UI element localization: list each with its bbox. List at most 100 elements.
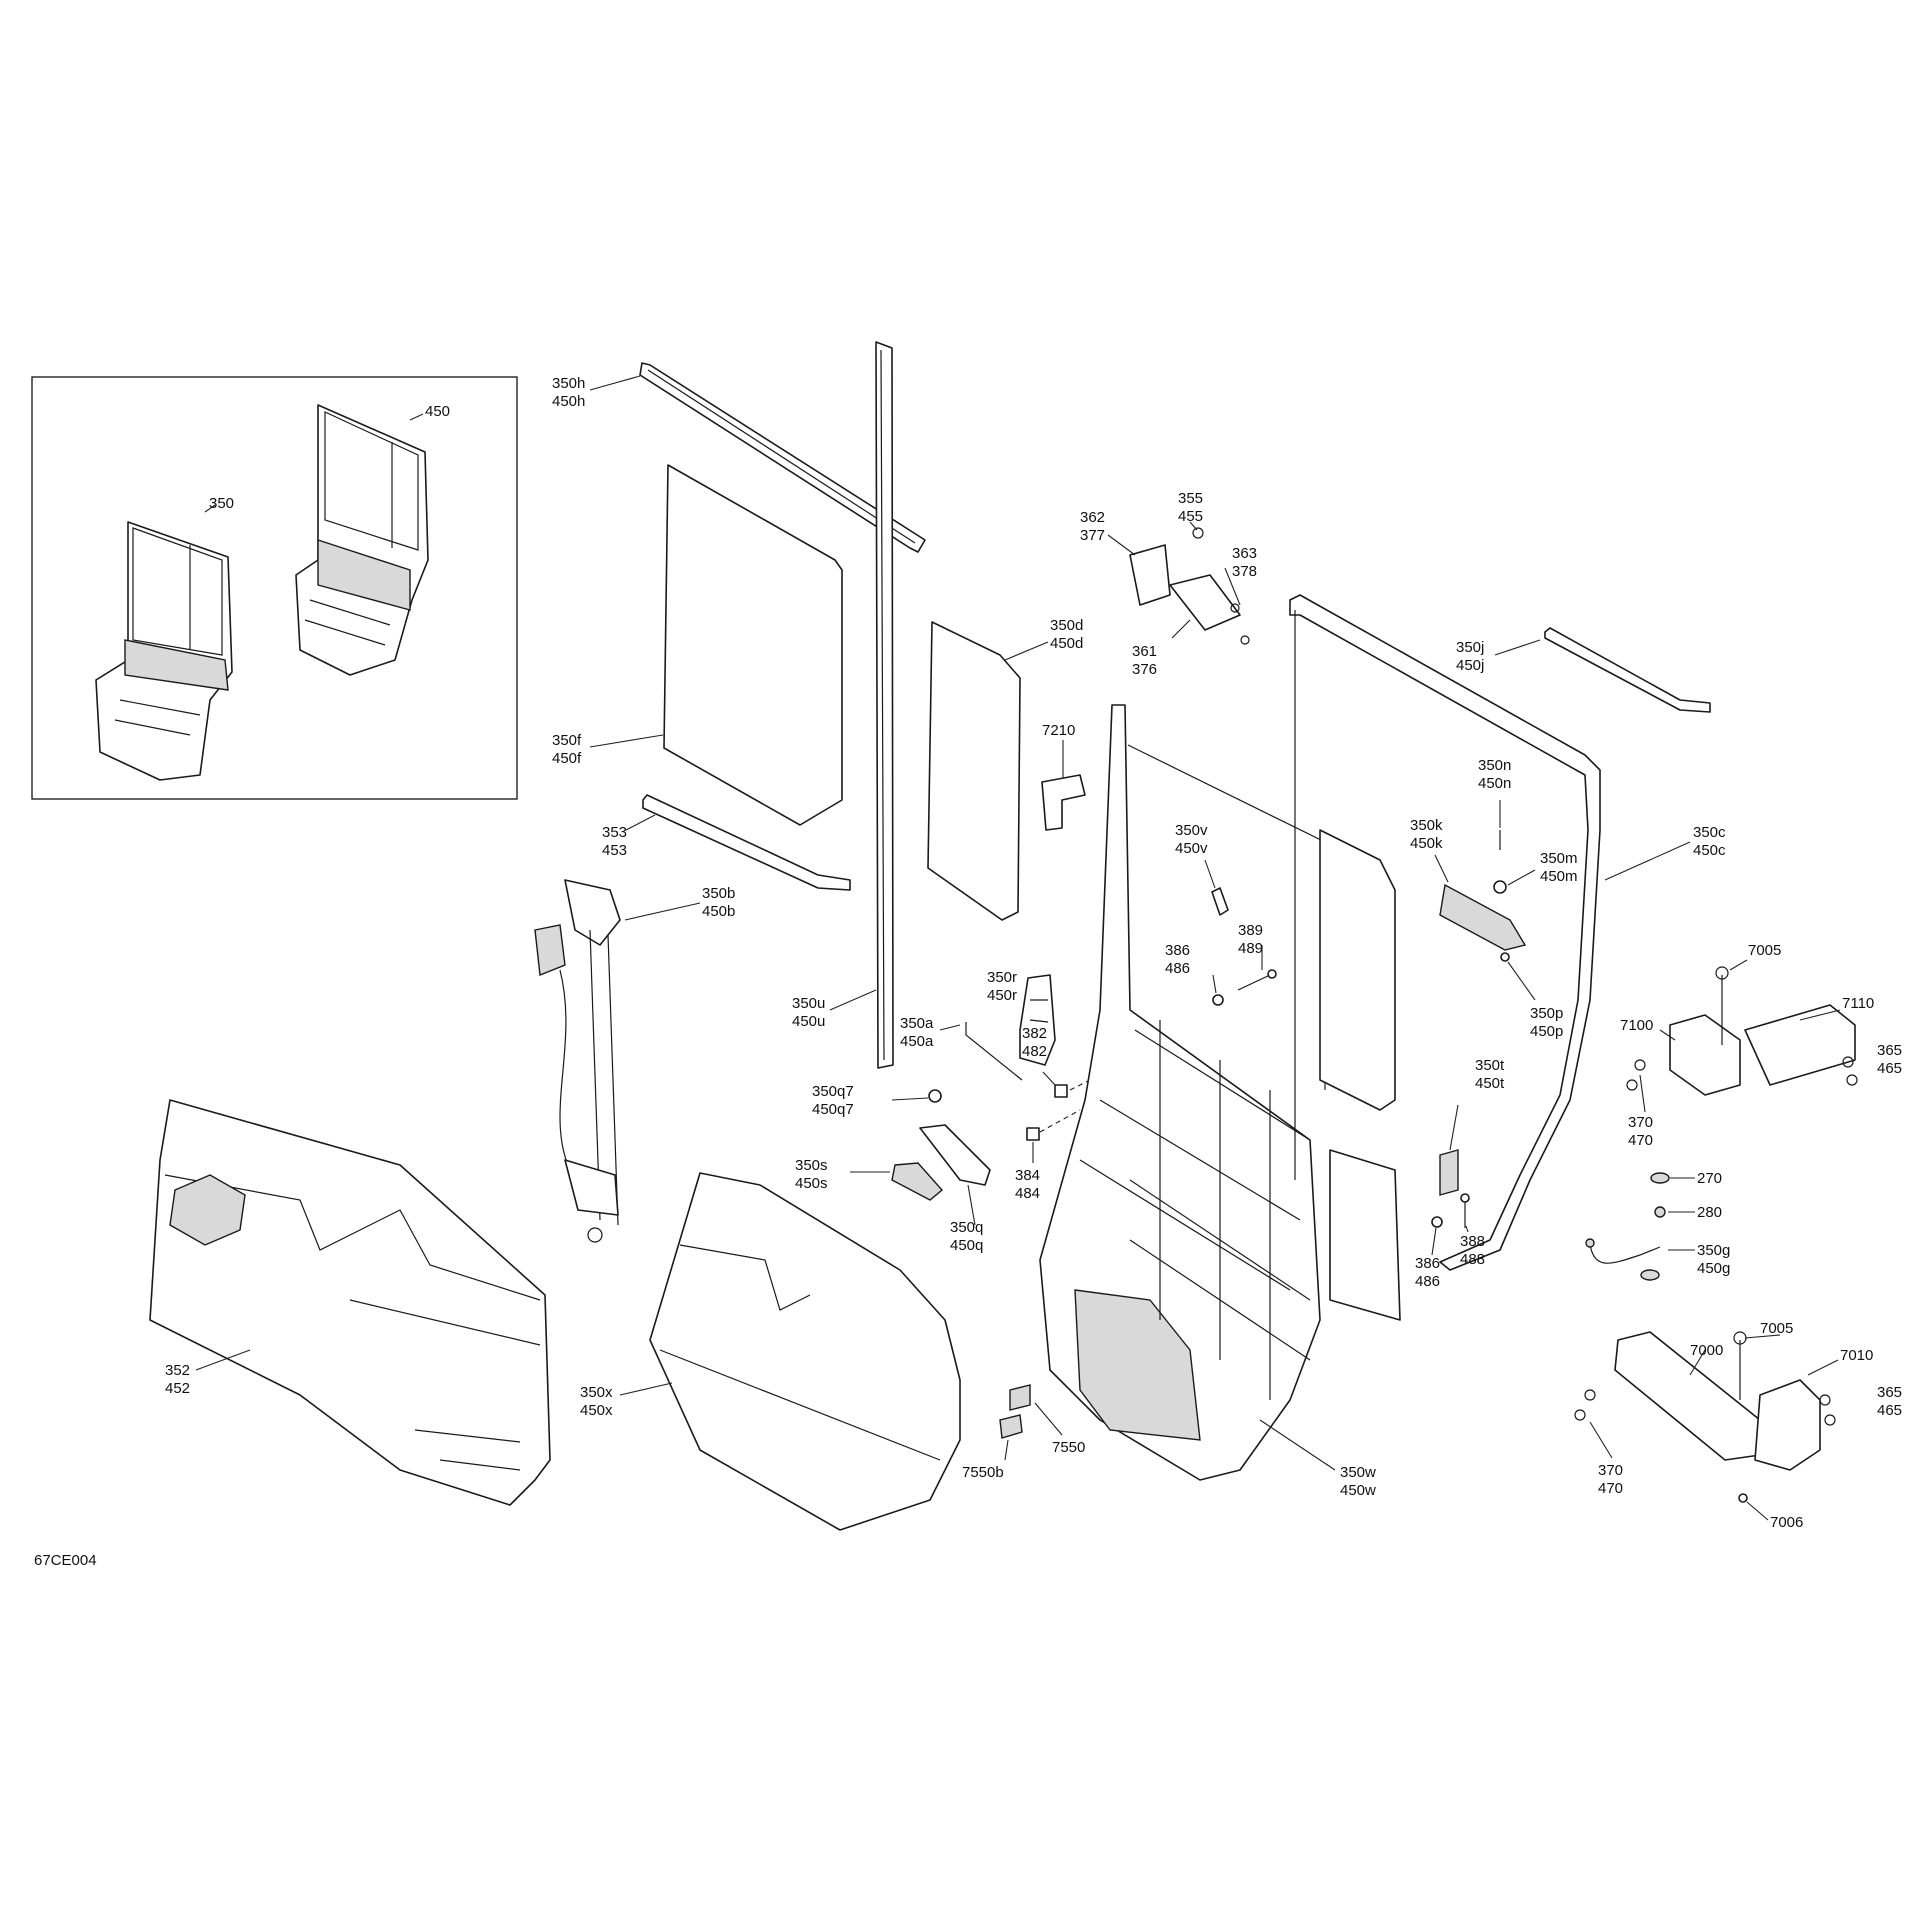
- part-350p-nut[interactable]: [1500, 952, 1510, 962]
- label-363: 363: [1232, 545, 1257, 562]
- label-389: 389: [1238, 922, 1263, 939]
- label-486-b: 486: [1415, 1273, 1440, 1290]
- label-488: 488: [1460, 1251, 1485, 1268]
- label-350x: 350x: [580, 1384, 613, 1401]
- label-388: 388: [1460, 1233, 1485, 1250]
- label-350d: 350d: [1050, 617, 1083, 634]
- label-7110: 7110: [1842, 995, 1874, 1012]
- diagram-code: 67CE004: [34, 1552, 97, 1569]
- label-450x: 450x: [580, 1402, 613, 1419]
- part-350v-bumper[interactable]: [1211, 887, 1229, 916]
- label-450v: 450v: [1175, 840, 1208, 857]
- label-465-b: 465: [1877, 1402, 1902, 1419]
- label-450q7: 450q7: [812, 1101, 854, 1118]
- label-450q: 450q: [950, 1237, 983, 1254]
- label-353: 353: [602, 824, 627, 841]
- label-450r: 450r: [987, 987, 1017, 1004]
- part-389-bolt[interactable]: [1237, 969, 1277, 991]
- label-450m: 450m: [1540, 868, 1578, 885]
- part-350q7-handle-spring[interactable]: [928, 1089, 942, 1103]
- label-484: 484: [1015, 1185, 1040, 1202]
- part-350k-grab-handle[interactable]: [1439, 883, 1527, 951]
- label-350f: 350f: [552, 732, 582, 749]
- part-352-door-trim-panel[interactable]: [149, 1099, 551, 1506]
- part-350q-inner-handle[interactable]: [919, 1124, 991, 1186]
- label-382: 382: [1022, 1025, 1047, 1042]
- part-350h-window-channel[interactable]: [639, 362, 926, 553]
- label-452: 452: [165, 1380, 190, 1397]
- label-350m: 350m: [1540, 850, 1578, 867]
- label-350n: 350n: [1478, 757, 1511, 774]
- label-450d: 450d: [1050, 635, 1083, 652]
- part-350d-quarter-glass[interactable]: [927, 621, 1021, 921]
- label-350s: 350s: [795, 1157, 828, 1174]
- label-482: 482: [1022, 1043, 1047, 1060]
- part-353-glass-seal[interactable]: [642, 794, 851, 891]
- label-350q7: 350q7: [812, 1083, 854, 1100]
- label-280: 280: [1697, 1204, 1722, 1221]
- label-361: 361: [1132, 643, 1157, 660]
- label-7005-a: 7005: [1748, 942, 1781, 959]
- label-350h: 350h: [552, 375, 585, 392]
- part-7000-hinge-assembly[interactable]: [1574, 1331, 1836, 1471]
- inset-door-350[interactable]: [95, 521, 233, 781]
- label-350a: 350a: [900, 1015, 934, 1032]
- part-270-washer[interactable]: [1650, 1172, 1670, 1184]
- part-386-washer[interactable]: [1212, 994, 1224, 1006]
- label-350k: 350k: [1410, 817, 1443, 834]
- label-350p: 350p: [1530, 1005, 1563, 1022]
- label-7100: 7100: [1620, 1017, 1653, 1034]
- label-350j: 350j: [1456, 639, 1484, 656]
- label-450b: 450b: [702, 903, 735, 920]
- part-280-nut[interactable]: [1654, 1206, 1666, 1218]
- part-350f-window-glass[interactable]: [663, 464, 843, 826]
- part-350u-run-channel[interactable]: [875, 341, 894, 1069]
- part-350w-door-frame[interactable]: [1039, 704, 1401, 1481]
- label-350q: 350q: [950, 1219, 983, 1236]
- part-350r-door-latch[interactable]: [1019, 974, 1056, 1066]
- part-362-upper-hinge[interactable]: [1129, 527, 1250, 645]
- part-350m-retainer[interactable]: [1493, 880, 1507, 894]
- part-350s-handle-bezel[interactable]: [891, 1162, 944, 1201]
- part-388-bolt[interactable]: [1460, 1193, 1470, 1228]
- label-370-b: 370: [1598, 1462, 1623, 1479]
- part-382-clip[interactable]: [1054, 1084, 1068, 1098]
- part-350c-door-seal[interactable]: [1289, 594, 1601, 1271]
- part-350a-latch-rod[interactable]: [965, 1022, 1023, 1081]
- part-386-washer-b[interactable]: [1431, 1216, 1443, 1228]
- part-350j-seal-strip[interactable]: [1544, 627, 1711, 713]
- label-450f: 450f: [552, 750, 582, 767]
- part-7006-washer[interactable]: [1738, 1493, 1748, 1503]
- part-7100-hinge-assembly[interactable]: [1626, 966, 1858, 1096]
- part-7550-lock-cylinder[interactable]: [999, 1384, 1031, 1439]
- part-350x-outer-door-panel[interactable]: [649, 1172, 961, 1531]
- label-486-a: 486: [1165, 960, 1190, 977]
- label-7005-b: 7005: [1760, 1320, 1793, 1337]
- part-384-clip[interactable]: [1026, 1127, 1040, 1141]
- inset-door-450[interactable]: [295, 404, 429, 676]
- label-270: 270: [1697, 1170, 1722, 1187]
- label-365-b: 365: [1877, 1384, 1902, 1401]
- label-450k: 450k: [1410, 835, 1443, 852]
- label-455: 455: [1178, 508, 1203, 525]
- label-7006: 7006: [1770, 1514, 1803, 1531]
- label-350r: 350r: [987, 969, 1017, 986]
- label-350t: 350t: [1475, 1057, 1505, 1074]
- part-350g-ground-strap[interactable]: [1585, 1238, 1661, 1281]
- part-350b-window-regulator[interactable]: [534, 879, 621, 1243]
- label-489: 489: [1238, 940, 1263, 957]
- label-450u: 450u: [792, 1013, 825, 1030]
- part-350t-pad[interactable]: [1439, 1149, 1459, 1196]
- label-350g: 350g: [1697, 1242, 1730, 1259]
- label-465-a: 465: [1877, 1060, 1902, 1077]
- label-350w: 350w: [1340, 1464, 1376, 1481]
- label-inset-350: 350: [209, 495, 234, 512]
- label-453: 453: [602, 842, 627, 859]
- label-450w: 450w: [1340, 1482, 1376, 1499]
- label-386-b: 386: [1415, 1255, 1440, 1272]
- label-inset-450: 450: [425, 403, 450, 420]
- part-7210-bracket[interactable]: [1041, 774, 1086, 831]
- label-450h: 450h: [552, 393, 585, 410]
- label-470-a: 470: [1628, 1132, 1653, 1149]
